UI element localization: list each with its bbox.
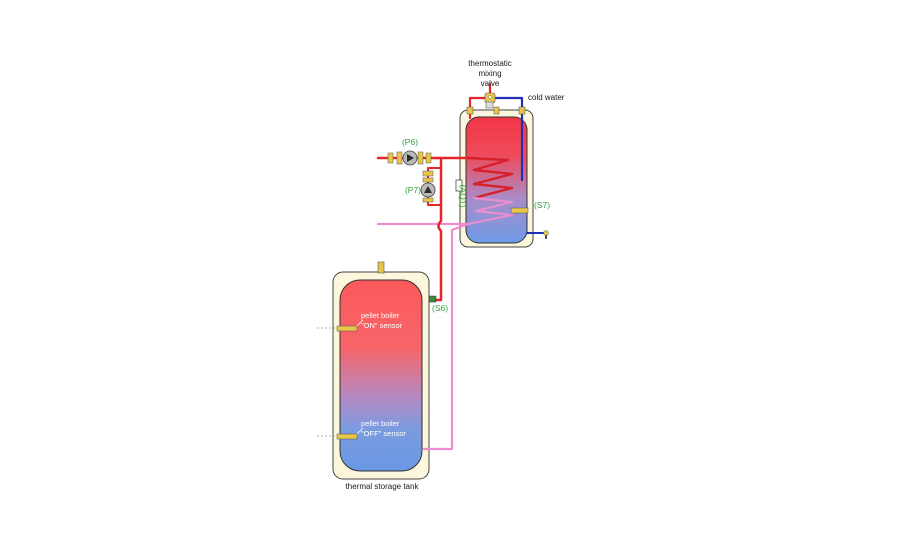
- valve-label-line1: thermostatic: [468, 59, 512, 68]
- thermal-storage-tank: [332, 261, 430, 480]
- off-sensor-well: [336, 433, 358, 440]
- return-pipe: [422, 222, 470, 451]
- p7-label: (P7): [405, 185, 421, 195]
- fittings: [317, 92, 549, 440]
- off-sensor-label-line1: pellet boiler: [361, 419, 400, 428]
- aq1-label: (AQ1): [458, 185, 468, 208]
- on-sensor-pointer: [356, 319, 364, 327]
- storage-tank-top-vent: [377, 261, 385, 274]
- off-sensor-pointer: [356, 427, 364, 435]
- aquastat-aq1: [455, 179, 463, 192]
- dhw-cold-inlet-fitting: [518, 106, 526, 115]
- dhw-relief-fitting: [493, 106, 500, 115]
- s6-label: (S6): [432, 303, 448, 313]
- circulator-p6: [387, 150, 432, 166]
- thermostatic-mixing-valve: [484, 92, 496, 109]
- off-sensor-label-line2: "OFF" sensor: [361, 429, 406, 438]
- circulator-p7: [420, 170, 436, 203]
- storage-tank-label: thermal storage tank: [346, 482, 420, 491]
- p6-label: (P6): [402, 137, 418, 147]
- cold-water-pipe: [488, 96, 524, 182]
- supply-to-storage-pipe: [428, 156, 443, 302]
- sensor-s7-well: [510, 207, 529, 214]
- storage-tank-water: [339, 279, 423, 472]
- on-sensor-well: [336, 325, 358, 332]
- on-sensor-label-line2: "ON" sensor: [361, 321, 403, 330]
- dhw-drain-valve: [543, 230, 549, 239]
- s7-label: (S7): [534, 200, 550, 210]
- valve-label-line3: valve: [481, 79, 500, 88]
- labels: thermostatic mixing valve cold water (P6…: [346, 59, 565, 491]
- sensor-s6-well: [428, 295, 437, 303]
- on-sensor-label-line1: pellet boiler: [361, 311, 400, 320]
- valve-label-line2: mixing: [478, 69, 501, 78]
- dhw-tank-water: [465, 116, 528, 244]
- cold-water-label: cold water: [528, 93, 565, 102]
- dhw-heat-exchanger-coil: [466, 156, 514, 226]
- dhw-hot-outlet-fitting: [466, 106, 474, 115]
